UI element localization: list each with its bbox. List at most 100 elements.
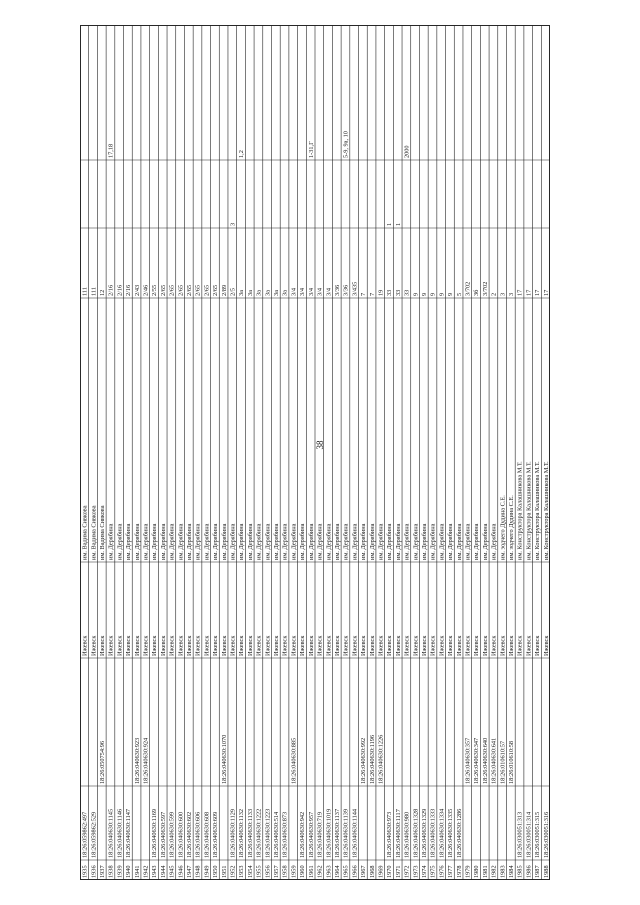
table-cell-city: Ижевск <box>351 635 358 656</box>
table-cell-city: Ижевск <box>160 635 167 656</box>
table-cell-id: 1973 <box>412 865 419 878</box>
table-cell-city: Ижевск <box>465 635 472 656</box>
table-cell-city: Ижевск <box>142 635 149 656</box>
table-cell-cad2: 18:26:040630:1070 <box>221 735 228 784</box>
table-cell-city: Ижевск <box>491 635 498 656</box>
table-cell-cad1: 18:26:040630:1133 <box>247 809 254 858</box>
table-cell-id: 1970 <box>386 865 393 878</box>
table-cell-cad1: 18:26:040630:1117 <box>395 809 402 858</box>
table-cell-street: им. Дерябина <box>325 523 332 560</box>
table-cell-id: 1988 <box>543 865 550 878</box>
table-cell-street: им. Дерябина <box>221 523 228 560</box>
table-cell-street: им. Вадима Сивкова <box>82 505 89 560</box>
table-cell-cad1: 18:26:040630:1019 <box>325 809 332 858</box>
table-cell-cad2: 18:26:010610:57 <box>499 741 506 784</box>
table-cell-cad1: 18:26:030051:316 <box>543 812 550 858</box>
table-cell-id: 1949 <box>203 865 210 878</box>
table-cell-street: им. Конструктора Калашникова М.Т. <box>543 461 550 560</box>
table-cell-id: 1977 <box>447 865 454 878</box>
table-cell-street: им. Дерябина <box>212 523 219 560</box>
table-cell-cad1: 18:26:040630:1139 <box>343 809 350 858</box>
table-cell-num: 33 <box>404 290 411 296</box>
table-cell-cad2: 18:26:040630:992 <box>360 738 367 784</box>
table-cell-cad1: 18:26:040630:1145 <box>108 809 115 858</box>
table-cell-street: им. Дерябина <box>317 523 324 560</box>
table-cell-street: им. Дерябина <box>230 523 237 560</box>
table-cell-num: 3а <box>238 290 245 296</box>
table-cell-city: Ижевск <box>412 635 419 656</box>
table-cell-street: им. Дерябина <box>186 523 193 560</box>
table-cell-num: 2/65 <box>203 285 210 296</box>
table-cell-num: 2/89 <box>221 285 228 296</box>
table-cell-num: 2/65 <box>186 285 193 296</box>
table-cell-street: им. Дерябина <box>238 523 245 560</box>
table-cell-num: 3/4 <box>299 287 306 296</box>
table-cell-num: 7 <box>360 293 367 296</box>
table-cell-id: 1958 <box>282 865 289 878</box>
table-cell-street: им. Дерябина <box>299 523 306 560</box>
table-cell-city: Ижевск <box>230 635 237 656</box>
table-cell-street: им. Дерябина <box>377 523 384 560</box>
table-cell-num: 111 <box>82 287 89 296</box>
table-cell-num: 33 <box>395 290 402 296</box>
table-cell-city: Ижевск <box>186 635 193 656</box>
table-cell-city: Ижевск <box>543 635 550 656</box>
table-cell-street: им. Дерябина <box>142 523 149 560</box>
table-cell-cad1: 18:26:040630:608 <box>203 812 210 858</box>
table-cell-city: Ижевск <box>508 635 515 656</box>
table-cell-id: 1972 <box>404 865 411 878</box>
table-cell-id: 1937 <box>99 865 106 878</box>
table-cell-num: 2/46 <box>142 285 149 296</box>
table-cell-num: 3б <box>473 290 480 296</box>
table-cell-city: Ижевск <box>421 635 428 656</box>
table-cell-street: им. Конструктора Калашникова М.Т. <box>525 461 532 560</box>
table-cell-street: им. Дерябина <box>256 523 263 560</box>
table-cell-num: 2/5 <box>230 288 237 296</box>
table-cell-street: им. Вадима Сивкова <box>99 505 106 560</box>
table-cell-street: им. Дерябина <box>430 523 437 560</box>
table-cell-id: 1938 <box>108 865 115 878</box>
table-cell-cad1: 18:26:040630:1129 <box>230 809 237 858</box>
table-cell-city: Ижевск <box>430 635 437 656</box>
table-cell-street: им. Дерябина <box>412 523 419 560</box>
table-cell-id: 1983 <box>499 865 506 878</box>
table-cell-num: 17 <box>543 290 550 296</box>
table-cell-city: Ижевск <box>386 635 393 656</box>
table-cell-street: им. Дерябина <box>108 523 115 560</box>
table-cell-num: 3/435 <box>351 282 358 296</box>
table-cell-city: Ижевск <box>438 635 445 656</box>
table-cell-street: им. Дерябина <box>169 523 176 560</box>
table-cell-city: Ижевск <box>116 635 123 656</box>
table-cell-city: Ижевск <box>247 635 254 656</box>
table-cell-num: 2/65 <box>160 285 167 296</box>
table-cell-id: 1942 <box>142 865 149 878</box>
table-cell-id: 1944 <box>160 865 167 878</box>
table-cell-city: Ижевск <box>517 635 524 656</box>
table-cell-id: 1969 <box>377 865 384 878</box>
table-cell-num: 3/702 <box>482 282 489 296</box>
table-cell-street: им. Дерябина <box>160 523 167 560</box>
table-cell-num: 3/4 <box>290 287 297 296</box>
table-cell-city: Ижевск <box>499 635 506 656</box>
table-cell-cad2: 18:26:040630:347 <box>473 738 480 784</box>
table-cell-city: Ижевск <box>369 635 376 656</box>
table-cell-num: 9 <box>430 293 437 296</box>
table-cell-num: 2/65 <box>195 285 202 296</box>
